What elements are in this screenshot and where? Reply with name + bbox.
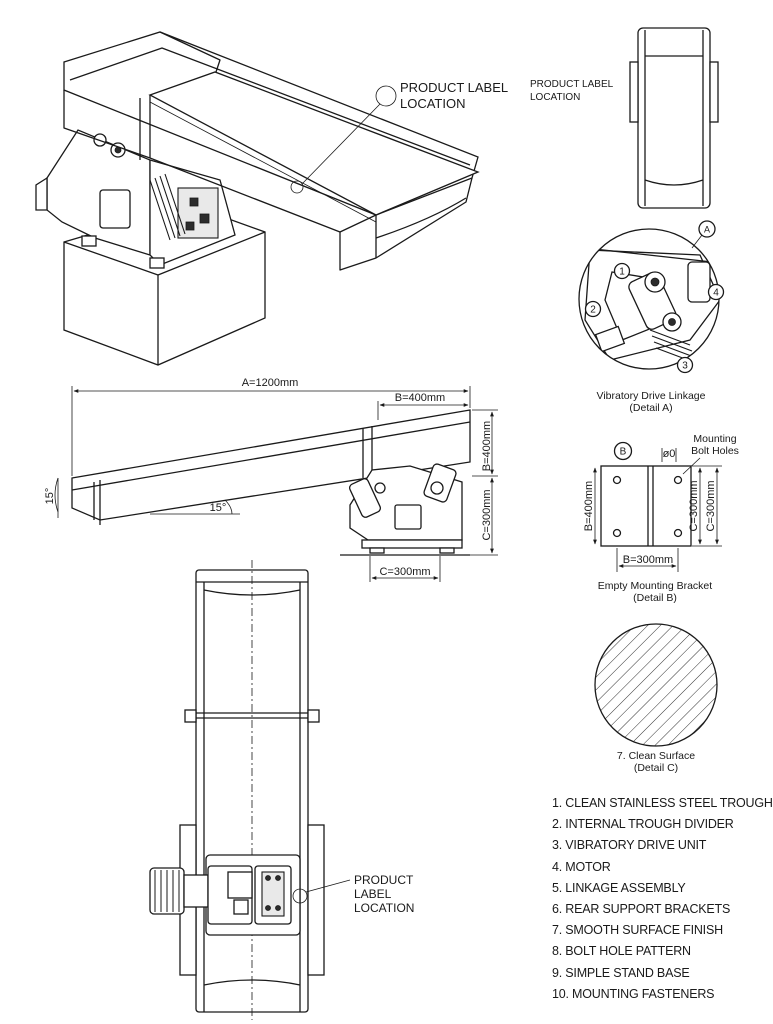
bottom-top-view: PRODUCT LABEL LOCATION [149,560,414,1020]
legend-item: 7. SMOOTH SURFACE FINISH [552,923,723,938]
callout-2: 2 [590,305,596,316]
callout-3: 3 [682,361,688,372]
detail-b-caption-1: Empty Mounting Bracket [598,580,712,592]
dim-a-length: A=1200mm [242,377,299,389]
detail-b-c-outer: C=300mm [705,480,717,531]
stand-base [63,204,266,366]
bottom-label-line-2: LABEL [354,887,392,901]
detail-a-callouts: A 1 2 3 4 [584,220,725,374]
legend-item: 10. MOUNTING FASTENERS [552,986,715,1001]
detail-b-b-dim: B=400mm [583,481,595,531]
angle-bottom: 15° [210,502,227,514]
dim-b-height: B=400mm [481,421,493,471]
small-top-view: PRODUCT LABEL LOCATION [530,27,719,209]
detail-b-caption-2: (Detail B) [633,592,677,604]
detail-a-caption-2: (Detail A) [629,402,672,414]
detail-c-caption-2: (Detail C) [634,762,678,774]
drive-unit [35,129,236,269]
small-label-line-1: PRODUCT LABEL [530,79,614,90]
detail-b-mounting-bracket: B ø0 Mounting Bolt Holes B=400mm C=300mm… [583,433,739,604]
isometric-feeder-view: PRODUCT LABEL LOCATION [35,31,508,366]
mounting-note-1: Mounting [693,433,736,445]
hole-diameter: ø0 [663,448,676,460]
callout-4: 4 [713,288,719,299]
mounting-note-2: Bolt Holes [691,445,739,457]
legend-item: 6. REAR SUPPORT BRACKETS [552,902,731,917]
detail-b-marker: B [620,447,627,458]
legend-item: 1. CLEAN STAINLESS STEEL TROUGH [552,796,773,810]
detail-c-caption-1: 7. Clean Surface [617,750,695,762]
product-label-callout-main: PRODUCT LABEL LOCATION [290,80,508,194]
bottom-label-line-1: PRODUCT [354,873,414,887]
detail-a-marker: A [704,225,710,235]
legend-item: 5. LINKAGE ASSEMBLY [552,880,686,895]
dim-b-length: B=400mm [395,392,445,404]
product-label-line-1: PRODUCT LABEL [400,80,508,95]
trough [63,31,480,271]
callout-1: 1 [619,267,625,278]
small-label-line-2: LOCATION [530,92,580,103]
bottom-label-line-3: LOCATION [354,901,414,915]
detail-b-c-inner: C=300mm [688,480,700,531]
legend-item: 2. INTERNAL TROUGH DIVIDER [552,817,734,832]
dim-c-height: C=300mm [481,489,493,540]
product-label-line-2: LOCATION [400,96,466,111]
legend-item: 3. VIBRATORY DRIVE UNIT [552,838,707,853]
side-elevation-view: A=1200mm B=400mm B=400mm C=300mm C=300mm… [44,377,498,582]
angle-left: 15° [44,488,56,505]
detail-b-b-bottom: B=300mm [623,554,673,566]
detail-c-clean-surface: 7. Clean Surface (Detail C) [594,623,718,774]
detail-a-drive-linkage: A 1 2 3 4 Vibratory Drive Linkage (Detai… [578,220,725,414]
legend-item: 9. SIMPLE STAND BASE [552,965,690,980]
legend-item: 8. BOLT HOLE PATTERN [552,944,691,959]
parts-legend: 1. CLEAN STAINLESS STEEL TROUGH 2. INTER… [552,793,773,1005]
detail-a-caption-1: Vibratory Drive Linkage [597,390,706,402]
dim-c-width: C=300mm [379,566,430,578]
legend-item: 4. MOTOR [552,859,611,874]
